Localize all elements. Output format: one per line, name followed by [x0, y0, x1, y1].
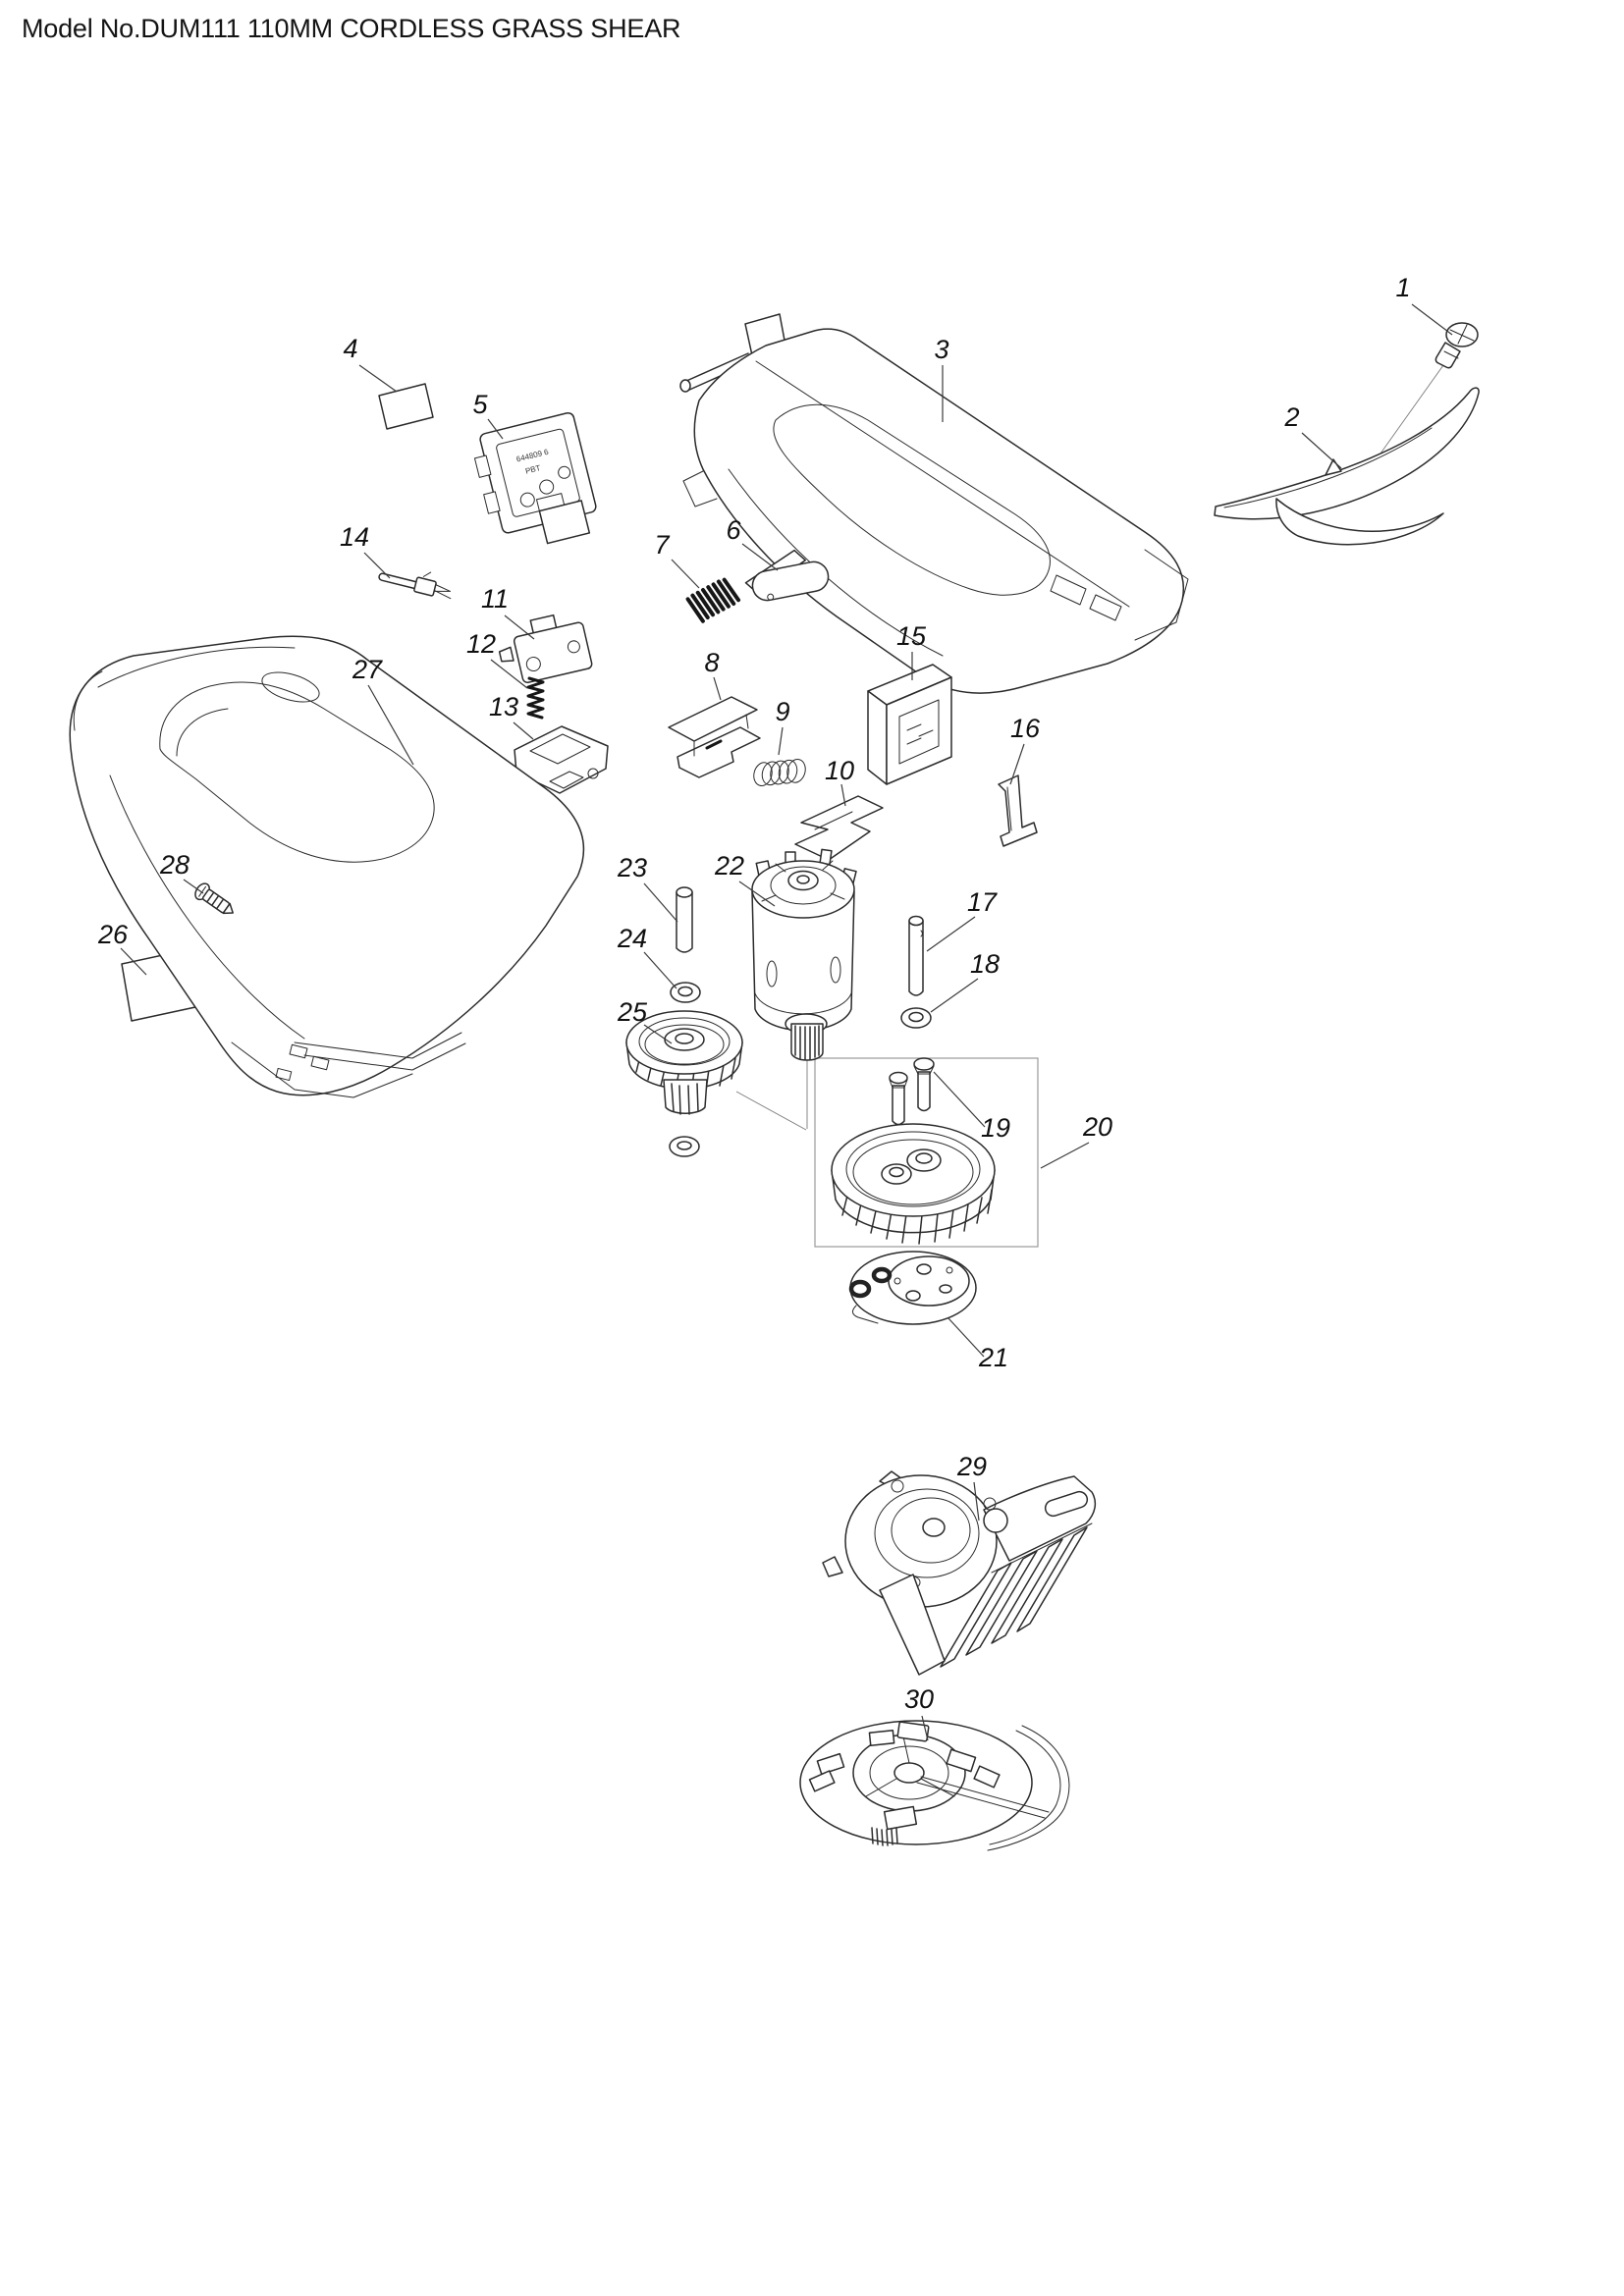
leader-20: [1040, 1142, 1090, 1169]
part-28-screw-art: [194, 882, 234, 915]
part-label-28: 28: [159, 850, 189, 880]
part-label-8: 8: [704, 648, 719, 677]
leader-8: [713, 676, 722, 701]
leader-2: [1301, 432, 1342, 469]
diagram-art: 644809 6 PBT: [69, 313, 1480, 1851]
part-15-controller-art: [867, 664, 952, 785]
leader-26: [120, 947, 147, 976]
leader-28: [183, 879, 204, 894]
leader-24: [643, 951, 677, 989]
part-25-gear-art: [625, 1010, 743, 1157]
part-label-15: 15: [896, 621, 927, 651]
part-24-washer-art: [670, 982, 701, 1003]
part-label-30: 30: [904, 1684, 934, 1714]
part-label-9: 9: [775, 697, 789, 726]
part-label-26: 26: [97, 920, 129, 949]
part-20-cam-wheel-art: [831, 1123, 996, 1245]
part-27-motor-housing-art: [69, 635, 585, 1098]
part-7-spring-art: [685, 577, 741, 623]
leader-18: [930, 978, 979, 1013]
part-label-18: 18: [970, 949, 1000, 979]
leader-5: [487, 418, 504, 440]
leader-16: [1009, 743, 1025, 785]
part-22-motor-art: [751, 848, 857, 1061]
leader-7: [671, 559, 700, 589]
part-17-pin-art: [908, 915, 924, 996]
part-11-switch-art: [498, 614, 593, 683]
part-18-washer-art: [900, 1007, 932, 1029]
part-5-terminal-block-art: 644809 6 PBT: [473, 411, 597, 545]
part-label-4: 4: [343, 334, 357, 363]
leader-27: [367, 684, 414, 766]
part-label-14: 14: [340, 522, 369, 552]
part-label-7: 7: [654, 530, 670, 560]
part-label-5: 5: [472, 390, 488, 419]
part-9-spring-art: [753, 759, 806, 786]
part-label-19: 19: [981, 1113, 1010, 1143]
leader-1: [1411, 303, 1453, 336]
part-label-23: 23: [617, 853, 647, 882]
part-label-16: 16: [1010, 714, 1041, 743]
part-29-shear-blade-art: [822, 1470, 1097, 1676]
page-title: Model No.DUM111 110MM CORDLESS GRASS SHE…: [22, 14, 681, 43]
part-12-spring-art: [526, 676, 545, 720]
part-13-lever-art: [514, 725, 609, 794]
leader-14: [363, 552, 391, 579]
part-label-21: 21: [978, 1343, 1008, 1372]
part-8-latch-art: [668, 696, 761, 778]
part-label-3: 3: [934, 335, 948, 364]
part-label-2: 2: [1283, 402, 1299, 432]
part-23-pin-art: [676, 886, 693, 953]
part-label-20: 20: [1082, 1112, 1112, 1142]
part-label-29: 29: [956, 1452, 987, 1481]
part-label-22: 22: [714, 851, 744, 881]
part-4-name-plate-art: [378, 383, 434, 430]
part-label-6: 6: [726, 515, 741, 545]
leader-10: [840, 783, 846, 807]
part-label-11: 11: [481, 584, 509, 614]
part-2-blade-cover-art: [1214, 387, 1480, 546]
leader-lines: [120, 303, 1453, 1741]
leader-23: [643, 882, 678, 923]
leader-29: [973, 1481, 980, 1522]
part-30-base-cover-art: [799, 1720, 1070, 1851]
terminal-block-inscription-line2: PBT: [524, 463, 541, 476]
part-1-screw-art: [1435, 322, 1479, 369]
leader-21: [947, 1317, 985, 1358]
leader-25: [643, 1024, 673, 1044]
part-label-13: 13: [489, 692, 518, 721]
part-label-17: 17: [967, 887, 998, 917]
leader-30: [921, 1715, 929, 1741]
part-14-connector-art: [378, 571, 452, 600]
part-labels: 1 2 3 4 5 6 7 8 9 10 11 12 13 14 15 16 1…: [97, 273, 1411, 1714]
part-6-pin-holder-art: [744, 549, 830, 602]
part-16-holder-art: [998, 774, 1038, 847]
part-label-12: 12: [466, 629, 496, 659]
part-label-25: 25: [617, 997, 648, 1027]
part-label-10: 10: [825, 756, 854, 785]
part-10-bracket-art: [794, 795, 884, 861]
leader-17: [926, 916, 976, 952]
part-19-crank-pins-art: [889, 1057, 935, 1126]
leader-11: [504, 614, 535, 640]
part-3-gear-housing-art: [679, 313, 1189, 694]
part-label-1: 1: [1395, 273, 1410, 302]
leader-4: [358, 364, 398, 393]
leader-22: [738, 881, 776, 907]
part-label-27: 27: [352, 655, 383, 684]
part-label-24: 24: [617, 924, 647, 953]
part-21-baffle-plate-art: [848, 1251, 977, 1325]
leader-9: [778, 726, 784, 756]
leader-6: [741, 543, 779, 571]
leader-13: [513, 721, 534, 740]
leader-19: [933, 1071, 986, 1128]
leader-12: [490, 659, 528, 689]
